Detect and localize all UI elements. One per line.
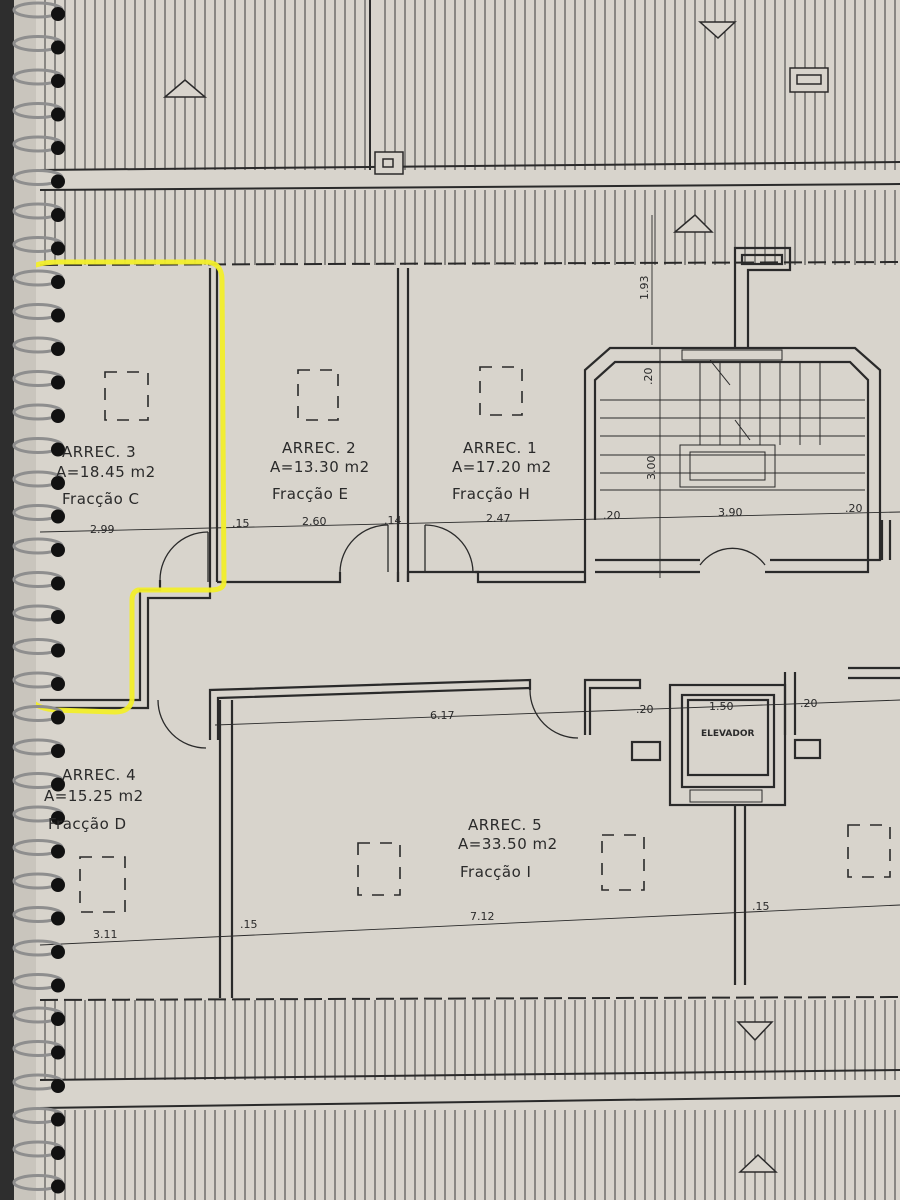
room-5-name: ARREC. 5 (468, 816, 542, 834)
punch-hole (51, 610, 65, 624)
punch-hole (51, 375, 65, 390)
punch-hole (51, 476, 65, 490)
punch-hole (51, 241, 65, 256)
punch-hole (51, 342, 65, 356)
room-2-area: A=13.30 m2 (270, 458, 370, 476)
dimension-labels: 2.99 .15 2.60 .14 2.47 .20 3.90 .20 6.17… (90, 276, 863, 942)
binding-rings (12, 1, 65, 1194)
punch-hole (51, 107, 65, 122)
room-5-area: A=33.50 m2 (458, 835, 558, 853)
punch-hole (51, 509, 65, 524)
roof-lines (39, 0, 900, 1109)
punch-hole (51, 911, 65, 926)
punch-hole (51, 275, 65, 289)
skylights (79, 366, 891, 913)
dim-label: 3.00 (645, 456, 658, 481)
spiral-binding (0, 0, 65, 1200)
punch-hole (51, 208, 65, 222)
punch-hole (51, 7, 65, 21)
punch-hole (51, 576, 65, 591)
punch-hole (51, 74, 65, 88)
punch-hole (51, 1045, 65, 1060)
room-3-area: A=18.45 m2 (56, 463, 156, 481)
room-4-name: ARREC. 4 (62, 766, 136, 784)
punch-hole (51, 643, 65, 658)
punch-hole (51, 945, 65, 959)
punch-hole (51, 1146, 65, 1160)
punch-hole (51, 811, 65, 825)
room-5-fraction: Fracção I (460, 863, 531, 881)
punch-hole (51, 40, 65, 55)
punch-hole (51, 174, 65, 189)
elevator-width: 1.50 (709, 700, 734, 713)
dim-label: 1.93 (638, 276, 651, 301)
dim-label: .20 (642, 368, 655, 386)
punch-hole (51, 710, 65, 725)
dim-label: 2.47 (486, 512, 511, 525)
punch-hole (51, 677, 65, 691)
dimension-lines (39, 215, 900, 946)
dim-label: .20 (636, 703, 654, 716)
dim-label: 6.17 (430, 709, 455, 722)
punch-hole (51, 744, 65, 758)
roof-hatch-bottom (40, 1000, 900, 1200)
room-3-name: ARREC. 3 (62, 443, 136, 461)
dim-label: 7.12 (470, 910, 495, 923)
staircase (600, 349, 865, 803)
walls (40, 246, 900, 998)
doors (157, 524, 766, 749)
room-1-area: A=17.20 m2 (452, 458, 552, 476)
punch-hole (51, 1179, 65, 1194)
punch-hole (51, 978, 65, 993)
room-1-name: ARREC. 1 (463, 439, 537, 457)
dim-label: .20 (845, 502, 863, 515)
punch-hole (51, 1012, 65, 1026)
room-4-area: A=15.25 m2 (44, 787, 144, 805)
roof-hatch-top (40, 0, 900, 265)
dim-label: 2.99 (90, 523, 115, 536)
punch-hole (51, 141, 65, 155)
punch-hole (51, 844, 65, 859)
dim-label: 3.11 (93, 928, 118, 941)
punch-hole (51, 442, 65, 457)
dim-label: .20 (800, 697, 818, 710)
roof-markers (162, 21, 829, 1173)
dim-label: .15 (232, 517, 250, 530)
punch-hole (51, 878, 65, 892)
room-labels: ARREC. 3 A=18.45 m2 Fracção C ARREC. 2 A… (44, 439, 754, 881)
room-2-fraction: Fracção E (272, 485, 349, 503)
dim-label: .20 (603, 509, 621, 522)
dim-label: .14 (384, 514, 402, 527)
punch-hole (51, 409, 65, 423)
room-1-fraction: Fracção H (452, 485, 530, 503)
elevator-label: ELEVADOR (701, 729, 754, 739)
room-4-fraction: Fracção D (48, 815, 127, 833)
dim-label: .15 (752, 900, 770, 913)
dim-label: .15 (240, 918, 258, 931)
punch-hole (51, 777, 65, 792)
punch-hole (51, 1112, 65, 1127)
dim-label: 2.60 (302, 515, 327, 528)
punch-hole (51, 308, 65, 323)
dim-label: 3.90 (718, 506, 743, 519)
punch-hole (51, 1079, 65, 1093)
room-3-fraction: Fracção C (62, 490, 140, 508)
room-2-name: ARREC. 2 (282, 439, 356, 457)
punch-hole (51, 543, 65, 557)
